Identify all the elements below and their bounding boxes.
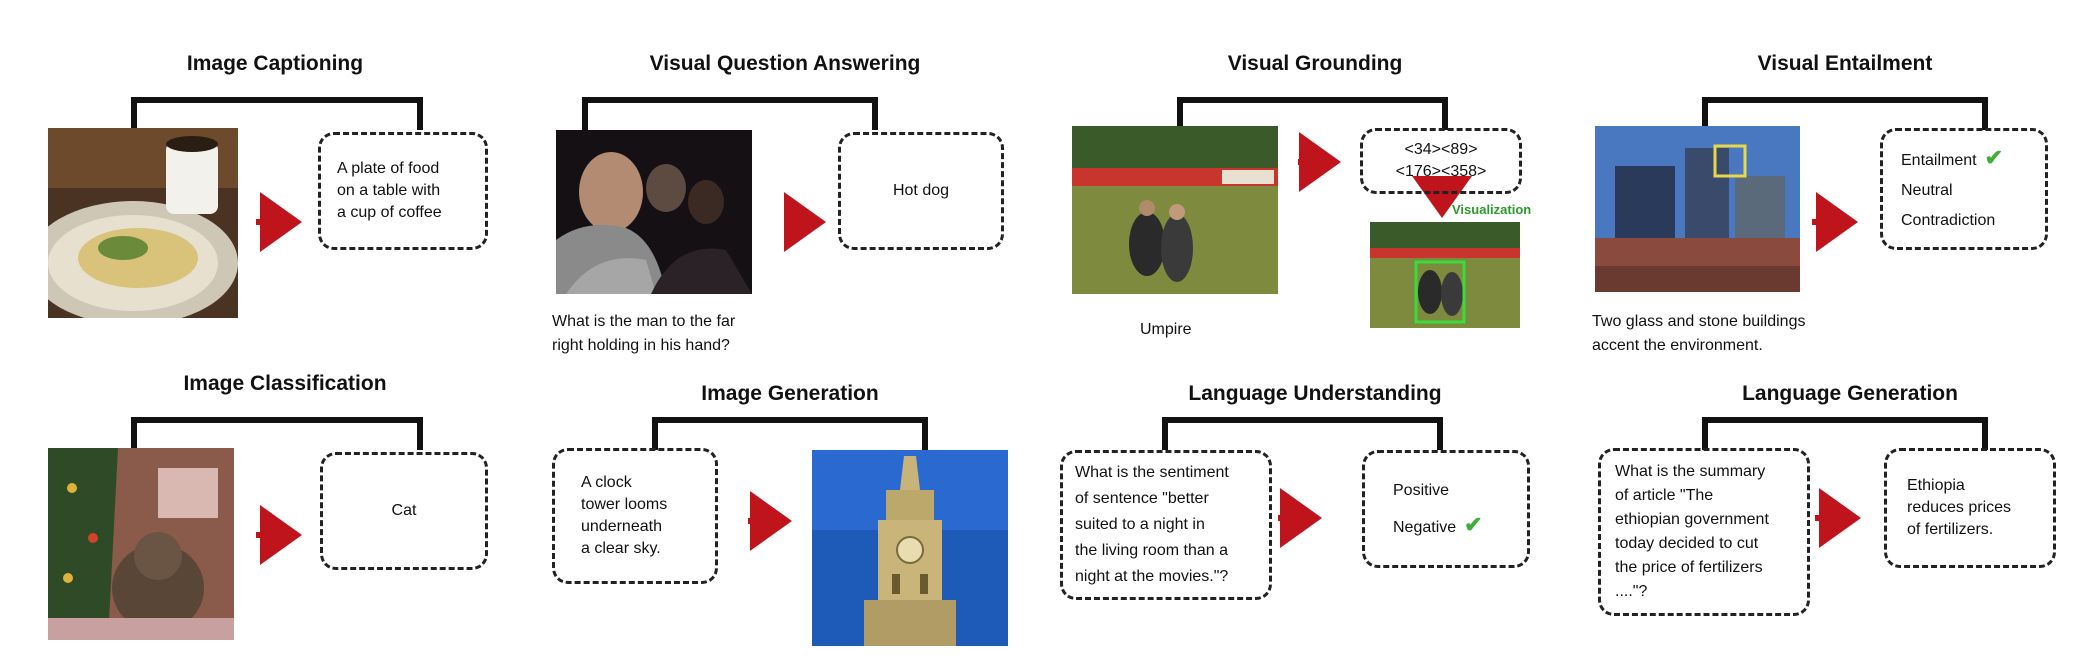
title-visual-grounding: Visual Grounding — [1227, 52, 1403, 75]
entailment-label: Entailment — [1901, 151, 1977, 169]
entailment-option-contradiction: Contradiction — [1901, 211, 1996, 229]
lg-input-line-5: the price of fertilizers — [1615, 559, 1763, 576]
visualization-picture — [1370, 222, 1520, 328]
photo-baseball-field — [1072, 126, 1278, 294]
vqa-question-line-1: What is the man to the far — [552, 313, 736, 330]
photo-clock-tower — [812, 450, 1008, 646]
buildings-picture — [1595, 126, 1800, 292]
lu-input-line-4: the living room than a — [1075, 542, 1228, 559]
gen-input-line-2: tower looms — [581, 496, 668, 513]
negative-label: Negative — [1393, 518, 1457, 536]
food-plate-picture — [48, 128, 238, 318]
lg-input-line-4: today decided to cut — [1615, 535, 1759, 552]
sentiment-option-positive: Positive — [1393, 481, 1450, 499]
bracket-image-captioning — [131, 97, 423, 130]
output-box-language-generation: Ethiopia reduces prices of fertilizers. — [1884, 448, 2056, 568]
output-box-vqa: Hot dog — [838, 132, 1004, 250]
caption-line-2: on a table with — [337, 182, 441, 199]
bracket-vqa — [582, 97, 878, 130]
lg-output-line-2: reduces prices — [1907, 499, 2012, 516]
arrows — [256, 132, 1861, 565]
baseball-picture — [1072, 126, 1278, 294]
brackets — [131, 97, 1988, 450]
visualization-label: Visualization — [1452, 202, 1532, 217]
output-box-visual-grounding: <34><89> <176><358> — [1360, 128, 1522, 194]
lu-input-line-1: What is the sentiment — [1075, 464, 1229, 481]
caption-line-3: a cup of coffee — [337, 204, 442, 221]
title-image-classification: Image Classification — [183, 372, 387, 395]
input-box-image-generation: A clock tower looms underneath a clear s… — [552, 448, 718, 584]
gen-input-line-3: underneath — [581, 518, 662, 535]
photo-cat-christmas — [48, 448, 234, 640]
lg-output-line-1: Ethiopia — [1907, 477, 1965, 494]
gen-input-line-1: A clock — [581, 474, 632, 491]
title-image-generation: Image Generation — [701, 382, 879, 405]
gen-input-line-4: a clear sky. — [581, 540, 661, 557]
title-vqa: Visual Question Answering — [649, 52, 921, 75]
output-box-image-classification: Cat — [320, 452, 488, 570]
clock-tower-picture — [812, 450, 1008, 646]
vqa-question: What is the man to the far right holding… — [552, 310, 735, 358]
title-language-understanding: Language Understanding — [1188, 382, 1442, 405]
sentiment-option-negative: Negative ✔ — [1393, 508, 1499, 545]
lu-input-line-5: night at the movies."? — [1075, 568, 1229, 585]
title-image-captioning: Image Captioning — [186, 52, 364, 75]
checkmark-icon: ✔ — [1464, 511, 1483, 537]
lg-input-line-1: What is the summary — [1615, 463, 1766, 480]
lg-input-line-2: of article "The — [1615, 487, 1714, 504]
photo-food-plate — [48, 128, 238, 318]
entailment-option-entailment: Entailment ✔ — [1901, 143, 2027, 176]
input-box-language-understanding: What is the sentiment of sentence "bette… — [1060, 450, 1272, 600]
vqa-question-line-2: right holding in his hand? — [552, 337, 730, 354]
photo-man-hotdog — [556, 130, 752, 294]
hypothesis-line-1: Two glass and stone buildings — [1592, 313, 1806, 330]
man-picture — [556, 130, 752, 294]
vqa-answer: Hot dog — [892, 182, 950, 199]
lu-input-line-3: suited to a night in — [1075, 516, 1205, 533]
bracket-image-classification — [131, 417, 423, 450]
checkmark-icon: ✔ — [1984, 144, 2004, 170]
output-box-image-captioning: A plate of food on a table with a cup of… — [318, 132, 488, 250]
bracket-image-generation — [652, 417, 928, 450]
classification-label: Cat — [391, 502, 417, 519]
lg-input-line-6: ...."? — [1615, 583, 1648, 600]
title-language-generation: Language Generation — [1742, 382, 1958, 405]
bracket-visual-entailment — [1702, 97, 1988, 130]
grounding-query: Umpire — [1140, 321, 1192, 338]
output-box-language-understanding: Positive Negative ✔ — [1362, 450, 1530, 568]
caption-line-1: A plate of food — [337, 160, 440, 177]
photo-grounding-visualization — [1370, 222, 1520, 328]
lu-input-line-2: of sentence "better — [1075, 490, 1209, 507]
grounding-coords-line-1: <34><89> — [1404, 141, 1478, 158]
title-visual-entailment: Visual Entailment — [1757, 52, 1933, 75]
hypothesis-line-2: accent the environment. — [1592, 337, 1763, 354]
grounding-coords-line-2: <176><358> — [1395, 163, 1487, 180]
entailment-hypothesis: Two glass and stone buildings accent the… — [1592, 310, 1805, 358]
input-box-language-generation: What is the summary of article "The ethi… — [1598, 448, 1810, 616]
bracket-language-generation — [1702, 417, 1988, 450]
lg-output-line-3: of fertilizers. — [1907, 521, 1994, 538]
photo-buildings — [1595, 126, 1800, 292]
bracket-language-understanding — [1162, 417, 1443, 450]
entailment-option-neutral: Neutral — [1901, 181, 1953, 199]
lg-input-line-3: ethiopian government — [1615, 511, 1769, 528]
bracket-visual-grounding — [1177, 97, 1448, 130]
cat-picture — [48, 448, 234, 640]
output-box-visual-entailment: Entailment ✔ Neutral Contradiction — [1880, 128, 2048, 250]
